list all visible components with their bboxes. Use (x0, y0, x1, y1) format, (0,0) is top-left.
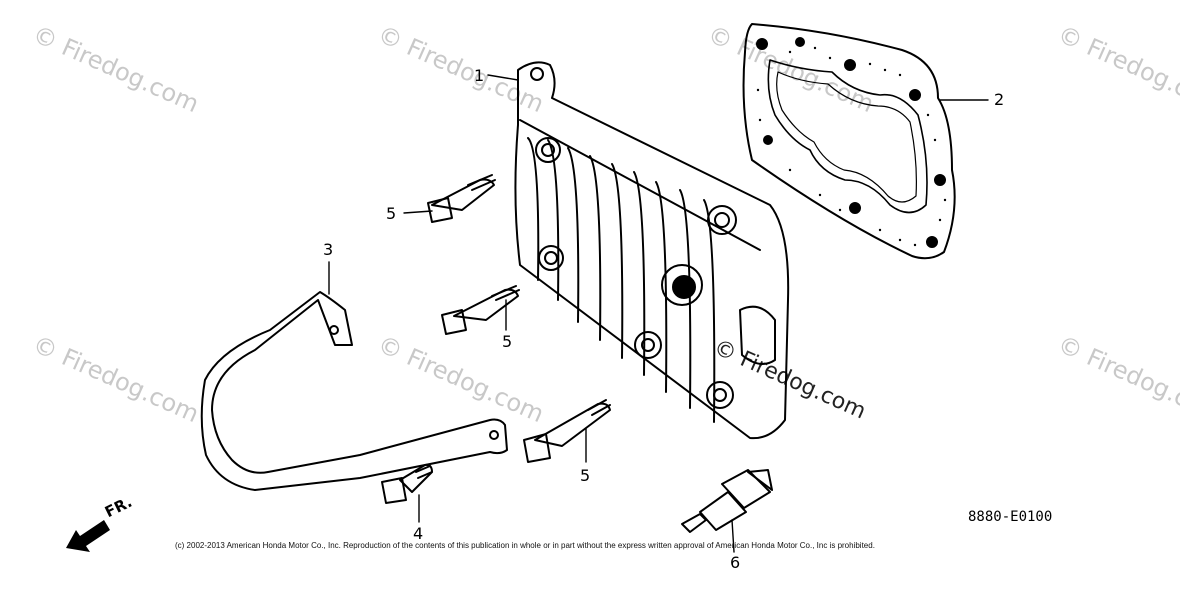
callout-2: 2 (994, 90, 1005, 109)
copyright-notice: (c) 2002-2013 American Honda Motor Co., … (175, 541, 875, 550)
callout-4: 4 (413, 524, 424, 543)
callout-6: 6 (730, 553, 741, 572)
cylinder-head (514, 61, 790, 440)
spark-plug (681, 469, 773, 533)
callout-5: 5 (502, 332, 513, 351)
bolt (381, 463, 433, 504)
callout-1: 1 (474, 66, 485, 85)
callout-5: 5 (580, 466, 591, 485)
diagram-code: 8880-E0100 (968, 509, 1053, 525)
head-gasket (742, 23, 956, 260)
bolt (523, 399, 611, 463)
front-arrow-icon (66, 520, 110, 552)
callout-3: 3 (323, 240, 334, 259)
leader-lines (328, 74, 989, 553)
bolt (427, 174, 496, 223)
callout-5: 5 (386, 204, 397, 223)
bolt (441, 285, 520, 335)
bracket (200, 291, 508, 491)
